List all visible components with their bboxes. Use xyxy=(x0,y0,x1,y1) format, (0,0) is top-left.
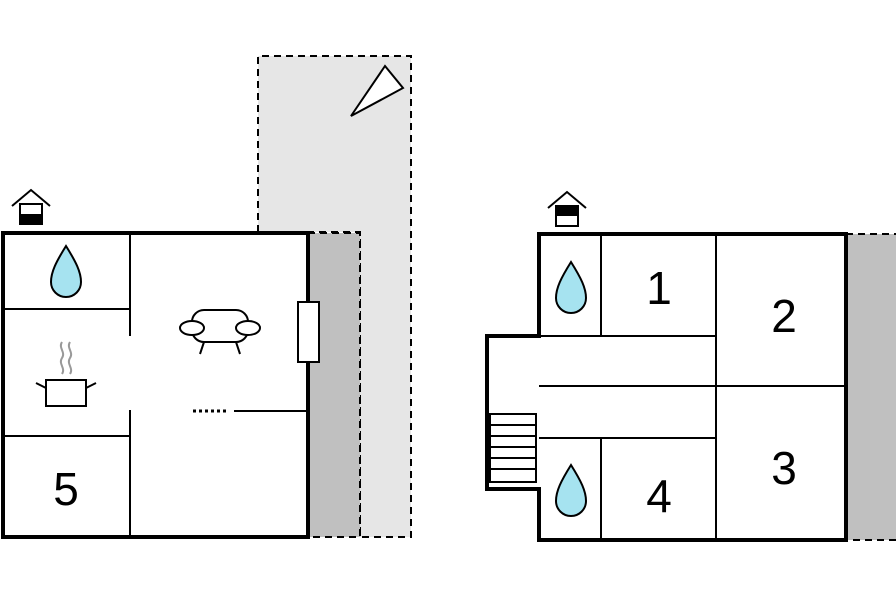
sofa-icon xyxy=(179,309,261,355)
balcony-strip-upper xyxy=(845,233,896,541)
house-ground-floor-icon xyxy=(11,188,51,225)
water-drop-icon xyxy=(49,244,83,298)
north-arrow-icon xyxy=(350,64,405,117)
room-label-1: 1 xyxy=(646,262,672,314)
upper-floor-interior-walls xyxy=(539,234,846,540)
room-label-5: 5 xyxy=(53,463,79,515)
ground-floor: 5 xyxy=(1,55,412,539)
window xyxy=(297,301,320,363)
upper-floor: 1 2 3 4 xyxy=(485,190,896,542)
room-label-2: 2 xyxy=(771,290,797,342)
staircase xyxy=(489,413,537,483)
room-label-4: 4 xyxy=(646,470,672,522)
water-drop-icon xyxy=(554,463,588,517)
ground-floor-interior-walls xyxy=(3,233,308,537)
room-label-3: 3 xyxy=(771,442,797,494)
house-upper-floor-icon xyxy=(547,190,587,227)
water-drop-icon xyxy=(554,260,588,314)
kitchen-pot-icon xyxy=(35,341,97,407)
balcony-strip xyxy=(307,232,361,538)
